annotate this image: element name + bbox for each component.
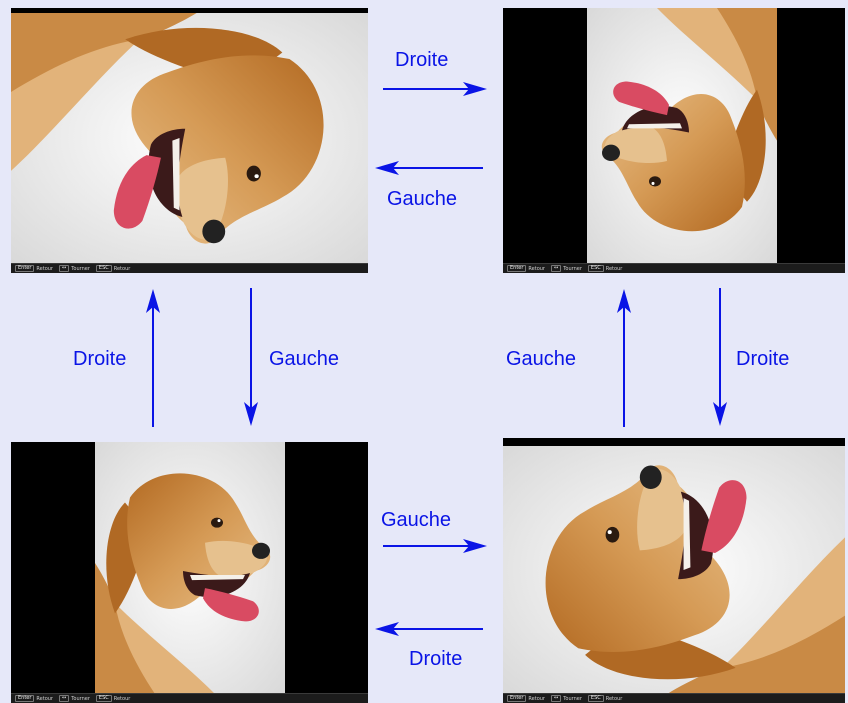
arrow-right-icon bbox=[383, 82, 487, 96]
arrow-up-icon bbox=[146, 289, 160, 427]
arrow-down-icon bbox=[713, 288, 727, 426]
status-item-rotate: ↔Tourner bbox=[59, 695, 90, 702]
status-item-rotate: ↔Tourner bbox=[551, 695, 582, 702]
status-item-rotate: ↔Tourner bbox=[551, 265, 582, 272]
dog-photo-top-left bbox=[11, 13, 368, 263]
arrow-left-icon bbox=[375, 622, 483, 636]
label-left-down: Gauche bbox=[269, 348, 340, 370]
label-right-down: Droite bbox=[736, 348, 790, 370]
label-left-up: Droite bbox=[73, 348, 127, 370]
label-top-to-right: Droite bbox=[395, 49, 449, 71]
dog-photo-top-right bbox=[587, 8, 777, 263]
label-right-up: Gauche bbox=[506, 348, 577, 370]
arrow-left-icon bbox=[375, 161, 483, 175]
label-right-to-bottom: Droite bbox=[409, 648, 463, 670]
dog-photo-bottom-right bbox=[503, 446, 845, 694]
label-bottom-to-right: Gauche bbox=[381, 509, 452, 531]
dog-photo-bottom-left bbox=[95, 442, 285, 694]
arrow-up-icon bbox=[617, 289, 631, 427]
label-right-to-top: Gauche bbox=[387, 188, 458, 210]
arrow-right-icon bbox=[383, 539, 487, 553]
arrow-down-icon bbox=[244, 288, 258, 426]
status-item-rotate: ↔Tourner bbox=[59, 265, 90, 272]
